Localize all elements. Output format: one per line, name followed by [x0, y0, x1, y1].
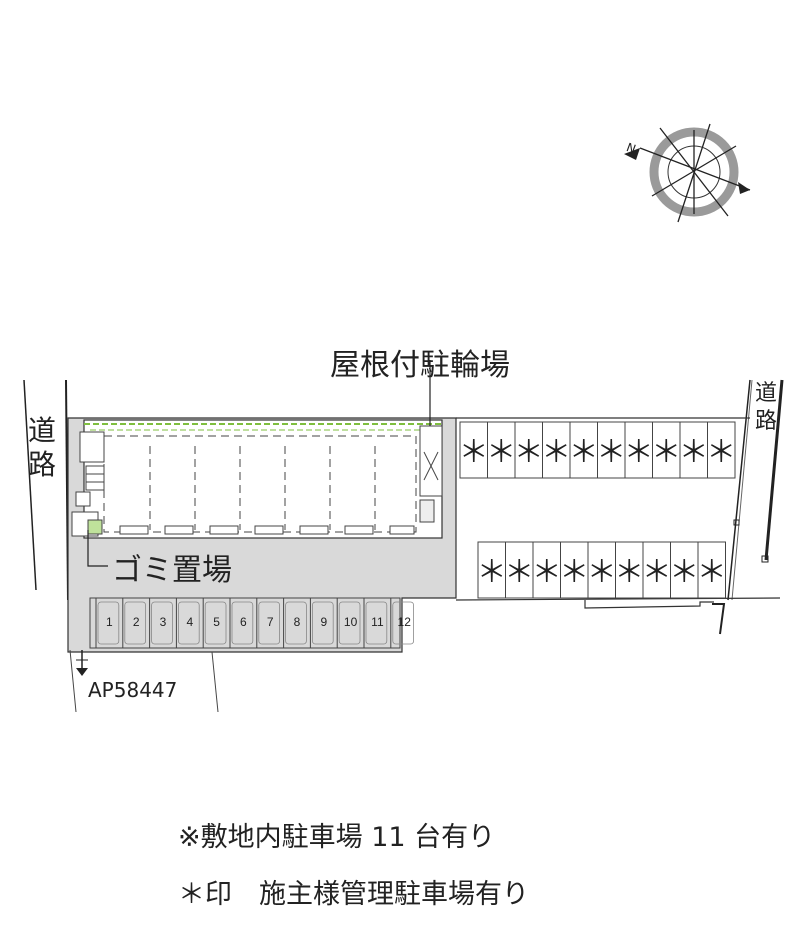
managed-row-frame	[477, 541, 726, 599]
parking-stall-number: 5	[213, 615, 220, 629]
parking-stall-number: 11	[371, 615, 384, 629]
building	[71, 419, 443, 539]
parking-stall-number: 10	[344, 615, 358, 629]
managed-stall-mark: ＊	[624, 435, 654, 470]
entrance: AP58447	[69, 649, 219, 713]
managed-stall-mark: ＊	[669, 555, 699, 590]
parking-stall-4	[177, 601, 200, 645]
managed-stall-mark: ＊	[504, 555, 534, 590]
road-left-label-2: 路	[28, 448, 56, 481]
parking-stall-number: 8	[294, 615, 301, 629]
parking-stall-number: 6	[240, 615, 247, 629]
managed-stall-mark: ＊	[679, 435, 709, 470]
managed-parking-rows: ＊＊＊＊＊＊＊＊＊＊＊＊＊＊＊＊＊＊＊	[459, 421, 736, 599]
managed-stall-mark: ＊	[651, 435, 681, 470]
property-code: AP58447	[88, 678, 177, 702]
managed-stall-mark: ＊	[642, 555, 672, 590]
parking-stall-3	[151, 601, 173, 645]
parking-stall-9	[311, 601, 334, 645]
parking-stall-12	[392, 601, 414, 645]
road-right-label-1: 道	[755, 381, 777, 406]
compass-icon: N	[624, 123, 751, 223]
parking-stall-number: 9	[320, 615, 327, 629]
managed-stall-mark: ＊	[614, 555, 644, 590]
bicycle-parking-label: 屋根付駐輪場	[330, 348, 510, 383]
parking-stall-1	[97, 601, 120, 645]
parking-stall-number: 7	[267, 615, 274, 629]
managed-stall-mark: ＊	[486, 435, 516, 470]
parking-stall-number: 3	[160, 615, 167, 629]
parking-stall-2	[124, 601, 147, 645]
parking-stall-5	[204, 601, 227, 645]
bicycle-parking: 屋根付駐輪場	[330, 348, 510, 523]
managed-stall-mark: ＊	[459, 435, 489, 470]
managed-stall-mark: ＊	[706, 435, 736, 470]
managed-stall-mark: ＊	[559, 555, 589, 590]
managed-stall-mark: ＊	[697, 555, 727, 590]
road-right: 道 路	[727, 379, 784, 601]
parking-stall-11	[365, 601, 388, 645]
parking-stall-7	[258, 601, 280, 645]
entrance-arrow-icon	[76, 668, 88, 676]
managed-stall-mark: ＊	[514, 435, 544, 470]
garbage-label: ゴミ置場	[112, 553, 232, 588]
note-parking-count: ※敷地内駐車場 11 台有り	[178, 822, 496, 853]
parking-stall-number: 4	[186, 615, 193, 629]
parking-stall-6	[231, 601, 254, 645]
managed-stall-mark: ＊	[569, 435, 599, 470]
parking-stall-number: 12	[398, 615, 412, 629]
parking-stall-number: 2	[133, 615, 140, 629]
parking-stall-8	[285, 601, 307, 645]
road-left-label-1: 道	[28, 414, 56, 447]
managed-stall-mark: ＊	[587, 555, 617, 590]
note-managed-parking: ＊印 施主様管理駐車場有り	[178, 879, 529, 910]
managed-stall-mark: ＊	[596, 435, 626, 470]
parking-stall-number: 1	[106, 615, 113, 629]
road-right-label-2: 路	[755, 409, 777, 434]
managed-stall-mark: ＊	[477, 555, 507, 590]
managed-stall-mark: ＊	[532, 555, 562, 590]
managed-stall-mark: ＊	[541, 435, 571, 470]
parking-stall-10	[338, 601, 361, 645]
garbage-area: ゴミ置場	[87, 530, 232, 588]
road-left: 道 路	[23, 379, 69, 601]
